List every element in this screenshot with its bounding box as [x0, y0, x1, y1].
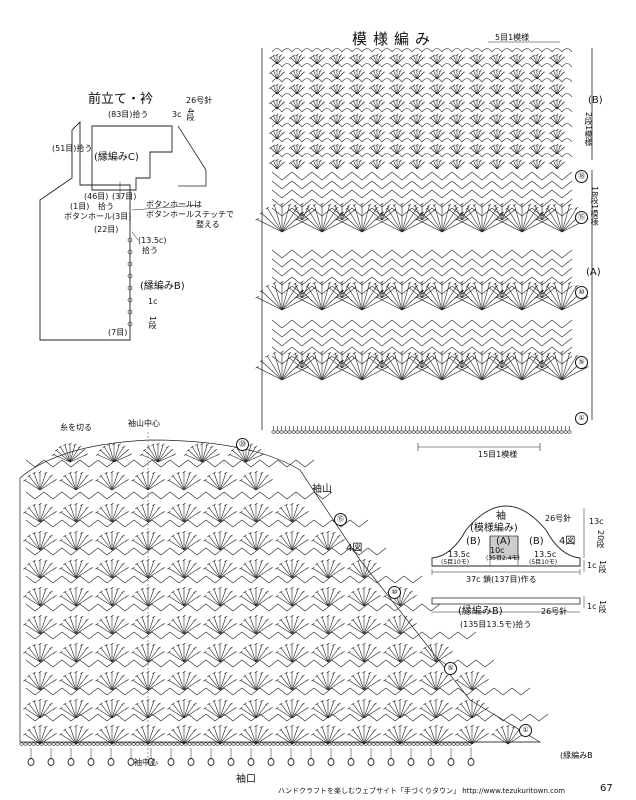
- front-band-pickup: 拾う: [98, 202, 114, 211]
- front-band-top-right-rows: 4段: [186, 108, 195, 122]
- footer-text: ハンドクラフトを楽しむウェブサイト「手づくりタウン」 http://www.te…: [278, 787, 566, 795]
- schematic-middle: (A): [496, 536, 511, 547]
- sleeve-row-20: ⑳: [236, 438, 249, 451]
- sleeve-cap-center: 袖山中心: [128, 419, 160, 428]
- front-band-top-right: 3c: [172, 110, 182, 119]
- schematic-height: 13c: [589, 517, 604, 526]
- sleeve-row-5: ⑤: [444, 662, 457, 675]
- pattern-section-a-label: (A): [586, 267, 601, 278]
- front-band-note2: ボタンホールステッチで: [146, 210, 234, 219]
- schematic-subtitle: (模様編み): [470, 523, 518, 534]
- schematic-left: (B): [466, 536, 481, 547]
- schematic-right-dim: 13.5c: [534, 550, 557, 559]
- front-band-edge-c: (縁編みC): [94, 152, 139, 163]
- front-band-note3: 整える: [196, 220, 220, 229]
- schematic-right: (B): [529, 536, 544, 547]
- front-band-pickup2: 拾う: [142, 246, 158, 255]
- schematic-left-sub: (5目10モ): [441, 559, 470, 566]
- sleeve-figure: 4図: [346, 543, 363, 554]
- front-band-pickup-top: (83目)拾う: [108, 110, 149, 119]
- front-band-edge-b: (縁編みB): [140, 281, 185, 292]
- schematic-title: 袖: [496, 511, 506, 522]
- schematic-width: 37c 鎖(137目)作る: [466, 575, 537, 584]
- pattern-title: 模様編み: [352, 30, 437, 48]
- schematic-right-sub: (5目10モ): [529, 559, 558, 566]
- schematic-cuff-hook: 26号針: [541, 607, 568, 616]
- schematic-cuff-count: (135目13.5モ)拾う: [460, 620, 532, 629]
- schematic-cuff-rows: 1段: [598, 600, 607, 614]
- pattern-section-b-rows: 2段1模様: [584, 112, 593, 147]
- pattern-row-5: ⑤: [575, 356, 588, 369]
- sleeve-center: 袖中心: [134, 758, 158, 767]
- schematic-cuff-label: (縁編みB): [458, 606, 503, 617]
- pattern-row-1: ①: [575, 412, 588, 425]
- pattern-row-18: ⑱: [575, 170, 588, 183]
- sleeve-edge-b-ref: (縁編みB: [560, 751, 593, 760]
- front-band-count-135: (13.5c): [138, 236, 167, 245]
- front-band-count-46: (46目): [84, 192, 109, 201]
- schematic-height-rows: 20段: [596, 530, 605, 549]
- front-band-buttonhole: ボタンホール(3目): [64, 212, 132, 221]
- pattern-section-b-label: (B): [588, 95, 603, 106]
- schematic-mid-sub: (35目2.4モ): [486, 555, 520, 562]
- front-band-edge-b-width: 1c: [148, 297, 158, 306]
- front-band-count-22: (22目): [94, 225, 119, 234]
- schematic-figure: 4図: [559, 536, 576, 547]
- pattern-section-a-rows: 18段1模様: [590, 186, 599, 226]
- sleeve-row-15: ⑮: [334, 513, 347, 526]
- front-band-count-37: (37目): [112, 192, 137, 201]
- sleeve-cut-yarn: 糸を切る: [60, 423, 92, 432]
- sleeve-cap: 袖山: [312, 484, 332, 495]
- schematic-edge-rows: 1段: [598, 560, 607, 574]
- schematic-edge-height: 1c: [587, 561, 597, 570]
- pattern-top-repeat: 5目1模様: [495, 33, 530, 42]
- front-band-title: 前立て・衿: [88, 92, 154, 107]
- pattern-row-15: ⑮: [575, 211, 588, 224]
- sleeve-row-10: ⑩: [388, 586, 401, 599]
- schematic-mid-dim: 10c: [490, 546, 505, 555]
- front-band-count-7: (7目): [108, 328, 128, 337]
- schematic-cuff-height: 1c: [587, 602, 597, 611]
- schematic-hook: 26号針: [545, 514, 572, 523]
- pattern-row-10: ⑩: [575, 286, 588, 299]
- page-number: 67: [600, 783, 613, 794]
- pattern-bottom-repeat: 15目1模様: [478, 450, 518, 459]
- sleeve-cuff: 袖口: [236, 774, 256, 785]
- front-band-edge-b-rows: 1段: [148, 316, 157, 330]
- front-band-hook: 26号針: [186, 96, 213, 105]
- front-band-left-count: (51目)拾う: [52, 144, 93, 153]
- schematic-left-dim: 13.5c: [448, 550, 471, 559]
- sleeve-row-1: ①: [519, 724, 532, 737]
- front-band-count-1: (1目): [70, 202, 90, 211]
- front-band-note: ボタンホールは: [146, 200, 202, 209]
